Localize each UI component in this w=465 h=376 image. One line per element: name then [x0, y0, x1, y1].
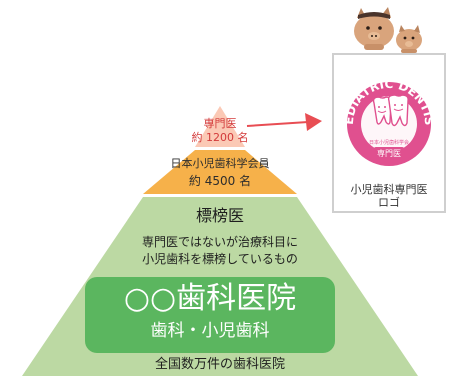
clinic-name: ○○歯科医院 [123, 281, 297, 316]
specialist-title: 専門医 [203, 117, 237, 130]
society-member-title: 日本小児歯科学会員 [170, 157, 270, 170]
arrow-right-icon [246, 113, 322, 131]
advertised-description-line1: 専門医ではないが治療科目に [141, 235, 298, 249]
logo-caption-line1: 小児歯科専門医 [350, 183, 428, 196]
logo-caption: 小児歯科専門医 ロゴ [332, 183, 446, 209]
pyramid-top-layer [195, 106, 245, 147]
advertised-description: 専門医ではないが治療科目に 小児歯科を標榜しているもの [90, 234, 350, 268]
badge-stamp-text: 専門医 [377, 148, 401, 158]
advertised-description-line2: 小児歯科を標榜しているもの [142, 252, 298, 266]
pyramid-middle-layer [143, 150, 297, 194]
clinic-departments: 歯科・小児歯科 [150, 321, 270, 341]
badge-small-text: 日本小児歯科学会 [369, 139, 409, 146]
tooth-icon [372, 94, 409, 127]
boar-large-icon [354, 7, 394, 50]
clinic-box [85, 277, 335, 353]
society-member-count: 約 4500 名 [188, 174, 252, 188]
specialist-label: 専門医 約 1200 名 [175, 117, 265, 145]
general-dental-clinics-label: 全国数万件の歯科医院 [154, 357, 285, 372]
logo-caption-line2: ロゴ [378, 196, 400, 209]
specialist-count: 約 1200 名 [191, 131, 249, 144]
badge-stamp-box [374, 147, 404, 158]
boar-small-icon [396, 25, 422, 53]
advertised-title: 標榜医 [195, 206, 244, 225]
